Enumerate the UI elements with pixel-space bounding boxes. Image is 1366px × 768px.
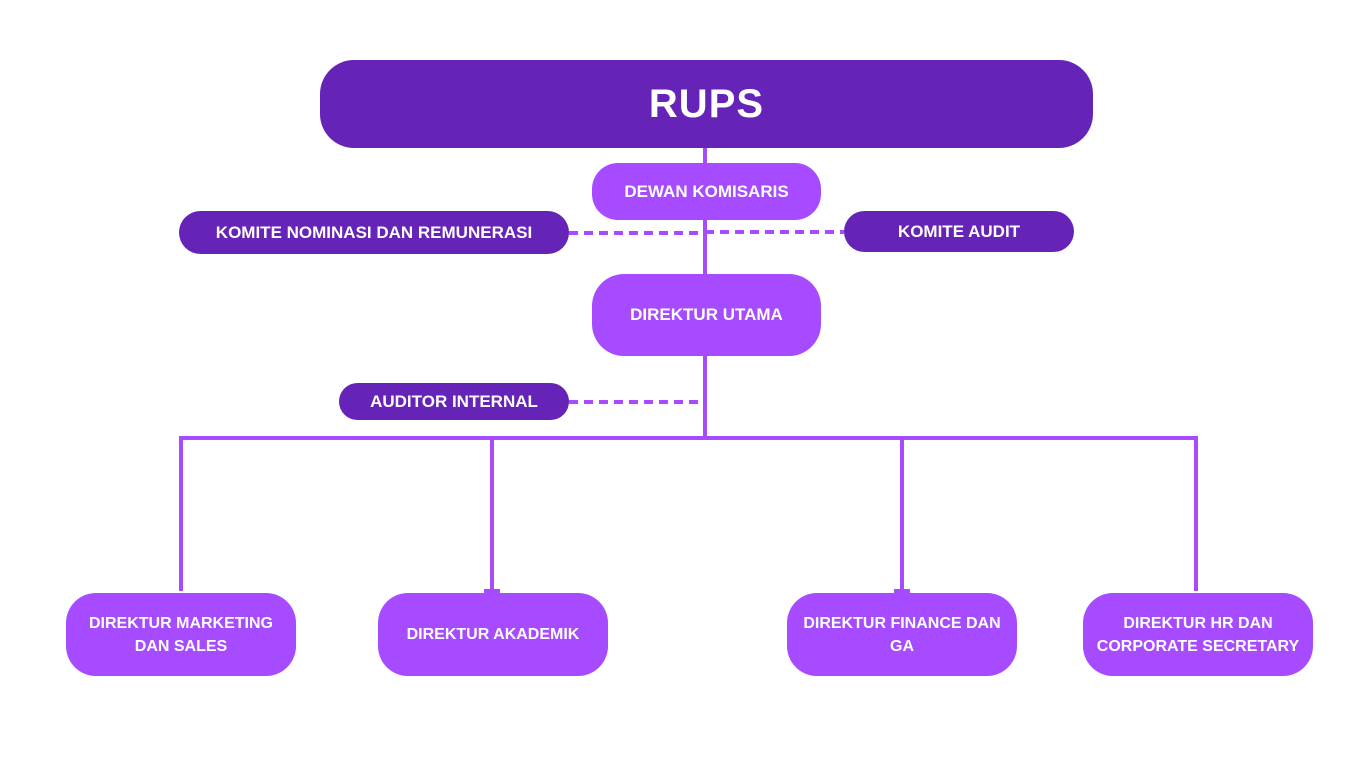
rups-node: RUPS (320, 60, 1093, 148)
rups-label: RUPS (648, 81, 765, 126)
direktur-utama-node: DIREKTUR UTAMA (592, 274, 821, 356)
komite-nominasi-node: KOMITE NOMINASI DAN REMUNERASI (179, 211, 569, 254)
komite-audit-label: KOMITE AUDIT (897, 221, 1021, 241)
dewan-komisaris-label: DEWAN KOMISARIS (624, 181, 789, 201)
direktur-finance-label: DIREKTUR FINANCE DAN GA (803, 614, 1001, 655)
komite-nominasi-label: KOMITE NOMINASI DAN REMUNERASI (215, 222, 533, 242)
direktur-akademik-node: DIREKTUR AKADEMIK (378, 593, 608, 676)
direktur-hr-node: DIREKTUR HR DAN CORPORATE SECRETARY (1083, 593, 1313, 676)
auditor-internal-label: AUDITOR INTERNAL (370, 391, 538, 411)
komite-audit-node: KOMITE AUDIT (844, 211, 1074, 252)
direktur-marketing-label: DIREKTUR MARKETING DAN SALES (89, 614, 273, 655)
direktur-akademik-label: DIREKTUR AKADEMIK (406, 626, 580, 643)
direktur-marketing-node: DIREKTUR MARKETING DAN SALES (66, 593, 296, 676)
line-bus-horizontal (179, 436, 1198, 591)
direktur-finance-node: DIREKTUR FINANCE DAN GA (787, 593, 1017, 676)
direktur-hr-label: DIREKTUR HR DAN CORPORATE SECRETARY (1096, 614, 1300, 655)
direktur-utama-label: DIREKTUR UTAMA (630, 305, 783, 324)
auditor-internal-node: AUDITOR INTERNAL (339, 383, 569, 420)
dewan-komisaris-node: DEWAN KOMISARIS (592, 163, 821, 220)
